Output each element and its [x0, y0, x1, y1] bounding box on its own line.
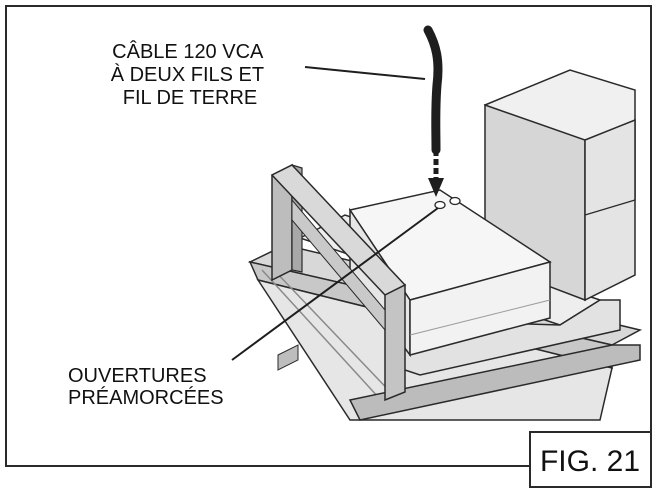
tall-block	[483, 69, 636, 302]
cable-callout-line-3: FIL DE TERRE	[123, 87, 257, 109]
cable-callout-line-1: CÂBLE 120 VCA	[112, 40, 264, 63]
knockouts-callout-line-1: OUVERTURES	[68, 365, 207, 387]
figure-label: FIG. 21	[540, 445, 640, 478]
figure-label-box	[529, 431, 652, 488]
knockout-hole-icon	[434, 200, 446, 210]
knockout-hole-icon	[449, 196, 461, 206]
handle-frame	[270, 163, 407, 402]
knockouts-callout: OUVERTURES PRÉAMORCÉES	[68, 365, 224, 409]
knockouts-callout-line-2: PRÉAMORCÉES	[68, 386, 224, 409]
cable-callout: CÂBLE 120 VCA À DEUX FILS ET FIL DE TERR…	[111, 40, 270, 109]
arrow-down-icon	[428, 178, 444, 197]
cable-callout-line-2: À DEUX FILS ET	[111, 63, 264, 86]
cable-leader-line	[304, 66, 426, 80]
cable	[423, 25, 444, 197]
knockout-leader-line	[231, 207, 439, 361]
